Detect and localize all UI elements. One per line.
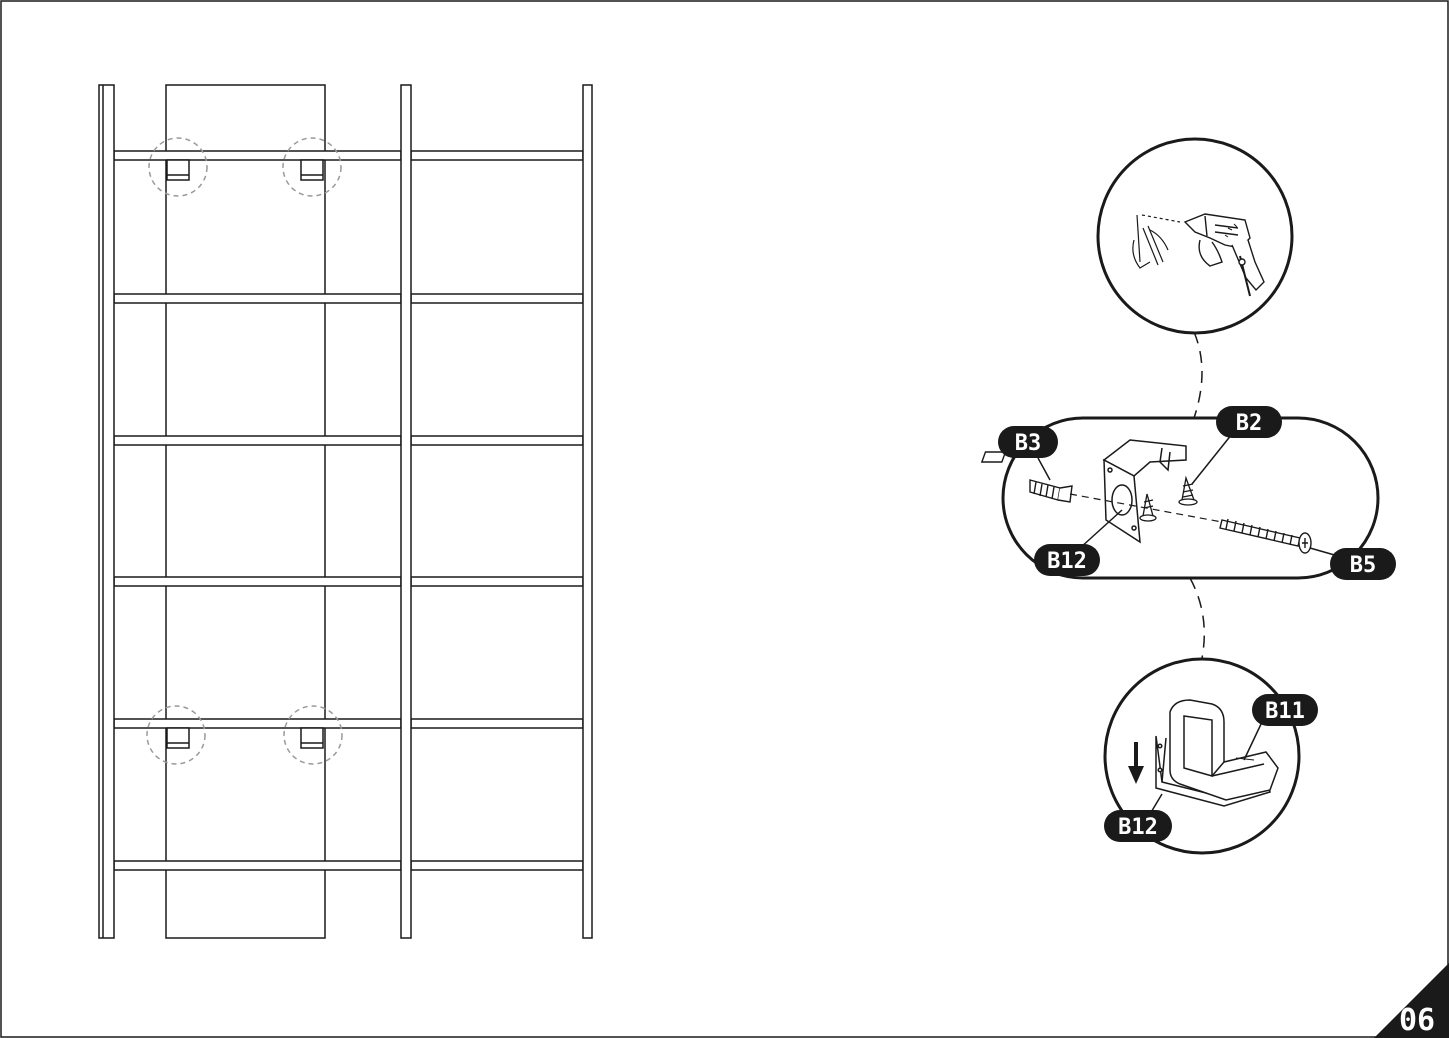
drilling-detail — [1096, 137, 1294, 335]
shelves-right-bay — [410, 150, 584, 871]
wall-plug-icon — [1029, 479, 1073, 503]
svg-text:B12: B12 — [1047, 549, 1087, 574]
long-screw-icon — [1219, 518, 1312, 554]
back-panel — [165, 84, 326, 939]
svg-text:B2: B2 — [1236, 411, 1263, 436]
svg-text:B3: B3 — [1015, 431, 1042, 456]
hand-drill-icon — [1183, 213, 1265, 297]
label-b5: B5 — [1330, 548, 1396, 580]
page-number-corner: 06 — [1374, 963, 1449, 1038]
assembly-axis — [1069, 493, 1223, 523]
svg-text:B12: B12 — [1118, 815, 1158, 840]
bracket-marker — [282, 137, 342, 197]
upright-left — [98, 84, 115, 939]
label-b2: B2 — [1216, 406, 1282, 438]
shelf-unit-diagram — [98, 84, 593, 939]
page-number: 06 — [1399, 1003, 1435, 1038]
wall-bracket-markers — [146, 137, 343, 765]
svg-text:B11: B11 — [1265, 699, 1305, 724]
small-screw-icon — [1139, 475, 1198, 522]
pencil-hand-icon — [1132, 214, 1181, 269]
label-b11: B11 — [1252, 694, 1318, 726]
arrow-down-icon — [1128, 742, 1144, 784]
label-b12-bracket: B12 — [1034, 544, 1100, 576]
bracket-marker — [283, 705, 343, 765]
detail-connectors — [1189, 331, 1206, 659]
l-bracket-icon — [980, 439, 1187, 544]
label-b3: B3 — [998, 426, 1058, 458]
bracket-cover-icon — [1155, 699, 1279, 807]
bracket-marker — [146, 705, 206, 765]
bracket-marker — [148, 137, 208, 197]
upright-right — [582, 84, 593, 939]
cover-detail: B11 B12 — [1103, 657, 1318, 855]
upright-middle — [400, 84, 412, 939]
label-b12-detail: B12 — [1104, 810, 1172, 842]
hardware-detail: B3 B2 B12 B5 — [980, 406, 1396, 580]
svg-text:B5: B5 — [1350, 553, 1377, 578]
